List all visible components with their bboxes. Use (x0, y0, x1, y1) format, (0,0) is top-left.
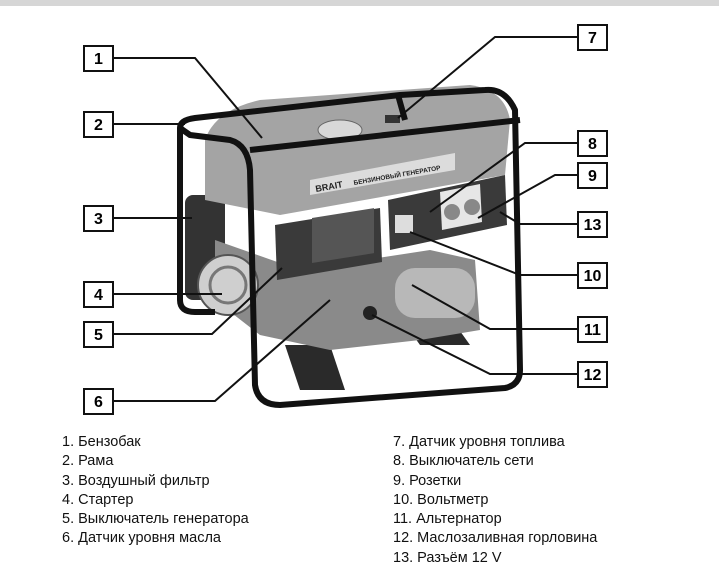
generator-illustration: BRAIT БЕНЗИНОВЫЙ ГЕНЕРАТОР (177, 85, 523, 408)
legend-item: 8. Выключатель сети (393, 453, 534, 470)
callout-10: 10 (577, 262, 608, 289)
legend-item: 5. Выключатель генератора (62, 511, 249, 528)
legend-item: 4. Стартер (62, 491, 134, 508)
legend-item: 12. Маслозаливная горловина (393, 530, 598, 547)
legend-item: 10. Вольтметр (393, 491, 489, 508)
legend-item: 11. Альтернатор (393, 511, 502, 528)
svg-text:6: 6 (94, 394, 103, 411)
svg-text:11: 11 (584, 322, 601, 339)
svg-text:4: 4 (94, 287, 103, 304)
legend-right: 7. Датчик уровня топлива 8. Выключатель … (393, 433, 597, 568)
svg-text:8: 8 (588, 136, 597, 153)
legend-item: 9. Розетки (393, 472, 462, 489)
svg-text:13: 13 (584, 217, 602, 234)
callout-3: 3 (83, 205, 114, 232)
callout-6: 6 (83, 388, 114, 415)
callout-2: 2 (83, 111, 114, 138)
top-bar (0, 0, 719, 6)
legend-item: 3. Воздушный фильтр (62, 472, 210, 489)
legend-item: 13. Разъём 12 V (393, 549, 502, 566)
legend-item: 7. Датчик уровня топлива (393, 434, 565, 450)
frame (177, 86, 523, 408)
starter (197, 254, 259, 316)
callout-4: 4 (83, 281, 114, 308)
legend-item: 6. Датчик уровня масла (62, 530, 221, 547)
legend-left: 1. Бензобак 2. Рама 3. Воздушный фильтр … (62, 433, 249, 549)
alternator (395, 268, 475, 318)
callout-1: 1 (83, 45, 114, 72)
svg-text:9: 9 (588, 168, 597, 185)
legend-item: 1. Бензобак (62, 434, 141, 450)
callout-13: 13 (577, 211, 608, 238)
svg-text:7: 7 (588, 30, 597, 47)
callout-9: 9 (577, 162, 608, 189)
callout-11: 11 (577, 316, 608, 343)
front-foot (285, 345, 345, 390)
svg-text:10: 10 (584, 268, 602, 285)
svg-text:3: 3 (94, 211, 103, 228)
callout-7: 7 (577, 24, 608, 51)
svg-text:12: 12 (584, 367, 602, 384)
brand-label: BRAIT (315, 179, 344, 194)
brand-strip (310, 153, 455, 195)
info-plate (312, 208, 374, 263)
fuel-gauge (385, 115, 400, 123)
fuel-tank (205, 85, 510, 215)
legend-item: 2. Рама (62, 453, 114, 470)
svg-text:1: 1 (94, 51, 103, 68)
callout-12: 12 (577, 361, 608, 388)
svg-text:2: 2 (94, 117, 103, 134)
generator-diagram: BRAIT БЕНЗИНОВЫЙ ГЕНЕРАТОР 1 2 (83, 24, 608, 415)
leader-lines (113, 36, 578, 402)
oil-filler (363, 306, 377, 320)
callout-8: 8 (577, 130, 608, 157)
svg-text:5: 5 (94, 327, 103, 344)
callout-boxes: 1 2 3 4 5 6 7 8 9 10 11 12 13 (83, 24, 608, 415)
voltmeter (395, 215, 413, 233)
callout-5: 5 (83, 321, 114, 348)
